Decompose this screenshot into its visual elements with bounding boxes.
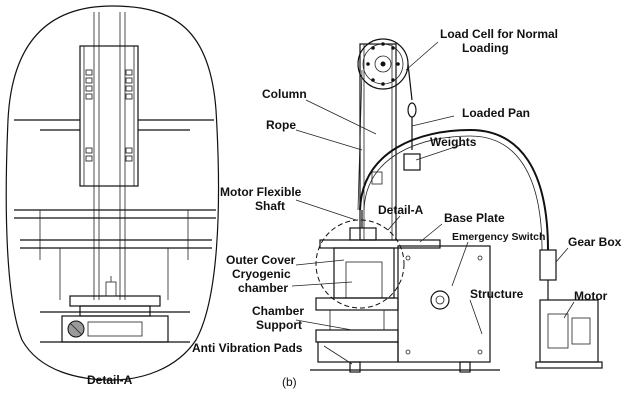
label-column: Column <box>262 87 307 101</box>
detail-a-caption: Detail-A <box>87 373 133 387</box>
pulley-wheel <box>357 38 409 90</box>
bracket-holes <box>85 69 133 162</box>
label-structure: Structure <box>470 287 524 301</box>
label-base-plate: Base Plate <box>444 211 505 225</box>
weights <box>403 153 421 171</box>
label-rope: Rope <box>266 118 296 132</box>
label-detail-a: Detail-A <box>378 203 424 217</box>
anti-vibration-pads <box>310 361 500 373</box>
label-gear-box: Gear Box <box>568 235 622 249</box>
rope <box>357 69 363 211</box>
base-plate <box>319 239 441 249</box>
label-load-cell-line2: Loading <box>462 41 509 55</box>
structure <box>397 245 491 363</box>
label-cryogenic-line1: Cryogenic <box>232 267 291 281</box>
label-motor: Motor <box>574 289 608 303</box>
label-load-cell-line1: Load Cell for Normal <box>440 27 558 41</box>
cryogenic-chamber <box>345 261 383 299</box>
panel-label: (b) <box>282 375 297 389</box>
label-outer-cover: Outer Cover <box>226 253 296 267</box>
chamber-support <box>315 297 399 311</box>
label-chamber-support-line1: Chamber <box>252 304 304 318</box>
emergency-switch <box>430 290 450 310</box>
label-emergency-switch: Emergency Switch <box>452 231 545 243</box>
label-chamber-support-line2: Support <box>256 318 302 332</box>
label-anti-vibration: Anti Vibration Pads <box>192 341 303 355</box>
gear-box <box>539 249 557 281</box>
outer-cover <box>333 247 395 299</box>
label-cryogenic-line2: chamber <box>238 281 288 295</box>
label-motor-shaft-line2: Shaft <box>255 199 285 213</box>
detail-a-view: Detail-A <box>5 5 220 387</box>
motor-flexible-shaft <box>359 128 549 251</box>
detail-a-circle <box>315 219 405 309</box>
label-loaded-pan: Loaded Pan <box>462 106 530 120</box>
load-cell-hook <box>407 102 417 118</box>
main-view: Load Cell for Normal Loading Column Load… <box>192 27 622 389</box>
label-motor-shaft-line1: Motor Flexible <box>220 185 302 199</box>
leader-lines <box>291 41 575 365</box>
detail-a-outline <box>5 5 220 381</box>
label-weights: Weights <box>430 135 477 149</box>
